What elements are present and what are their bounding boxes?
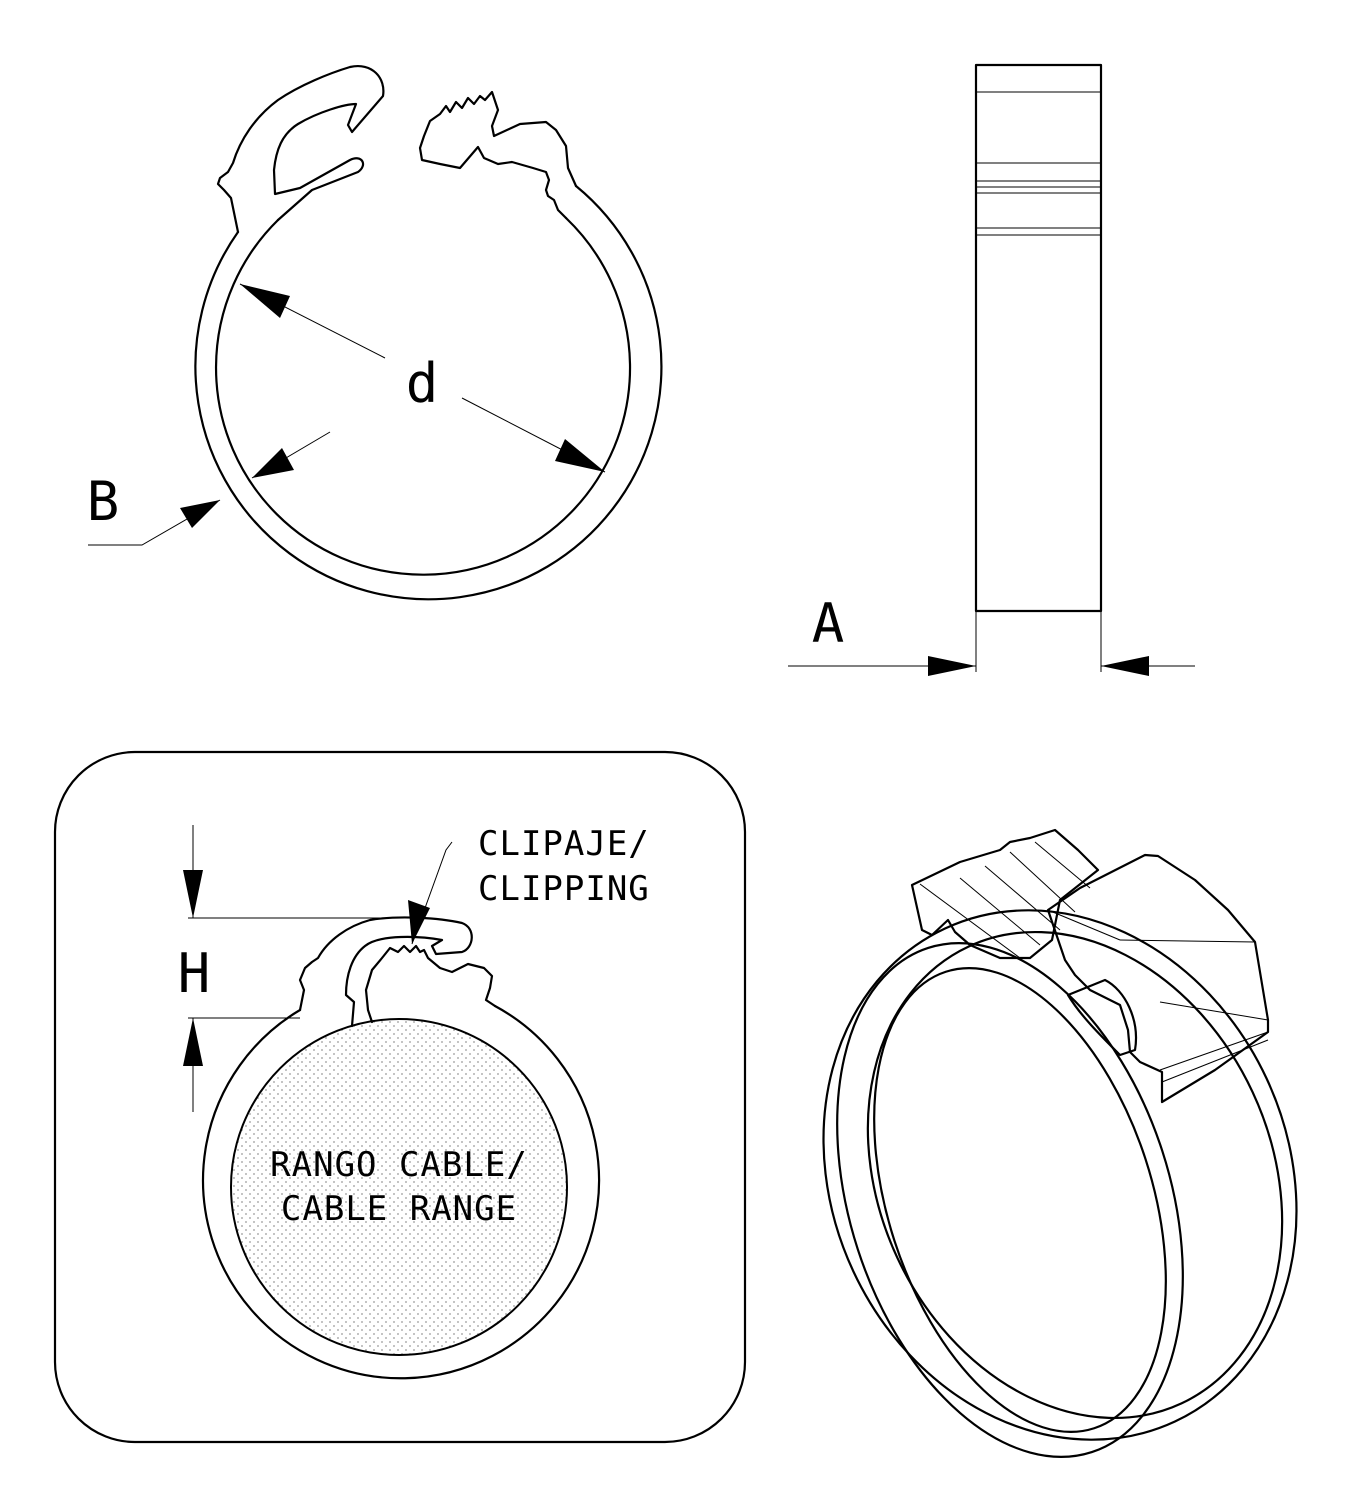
detail-left-latch <box>298 916 473 1028</box>
diameter-label: d <box>406 352 439 415</box>
clipping-label-en: CLIPPING <box>478 869 650 909</box>
cable-range-fill <box>230 1018 568 1356</box>
front-inner-ring <box>214 216 632 576</box>
detail-right-catch <box>364 944 497 1024</box>
detail-view: H CLIPAJE/ CLIPPING RANGO CABLE/ CABLE R… <box>53 750 747 1444</box>
cable-range-label-es: RANGO CABLE/ <box>270 1145 528 1185</box>
front-view: d B <box>87 64 663 601</box>
iso-front-ring-inner <box>873 967 1167 1433</box>
front-right-catch <box>418 90 578 220</box>
height-label: H <box>178 942 211 1005</box>
front-left-latch <box>216 64 385 234</box>
side-view: A <box>788 63 1195 676</box>
iso-back-ring-outer <box>822 909 1298 1441</box>
iso-latch-block <box>1046 853 1270 1104</box>
iso-toothed-catch <box>910 828 1100 960</box>
cable-range-label-en: CABLE RANGE <box>281 1189 517 1229</box>
front-outer-ring <box>194 184 663 601</box>
clipping-label-es: CLIPAJE/ <box>478 824 650 864</box>
thickness-label: B <box>87 470 120 533</box>
detail-outer-ring <box>202 1004 601 1380</box>
width-label: A <box>812 592 845 655</box>
iso-front-ring-outer <box>836 942 1184 1458</box>
iso-back-ring-inner <box>866 930 1284 1420</box>
detail-frame <box>53 750 747 1444</box>
isometric-view <box>822 828 1298 1458</box>
side-body <box>974 63 1103 613</box>
